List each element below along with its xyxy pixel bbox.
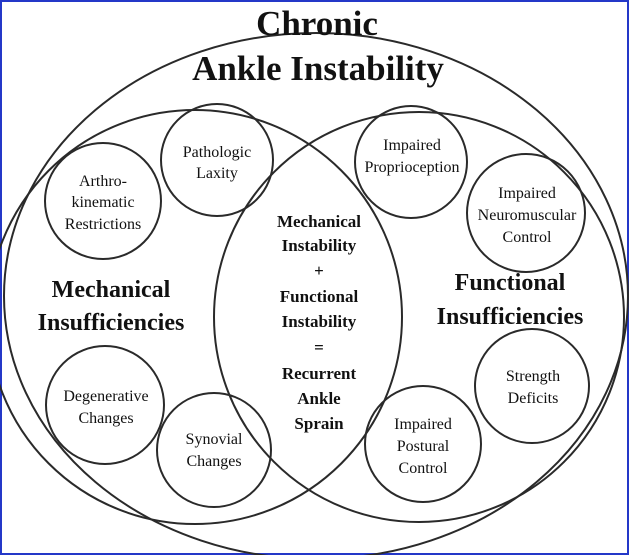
functional-factor-proprioception: Impaired Proprioception [364, 137, 459, 176]
functional-label: Functional Insufficiencies [437, 270, 584, 330]
factor-label: Pathologic [183, 144, 251, 161]
mechanical-label: Mechanical Insufficiencies [38, 277, 185, 336]
functional-label-line-1: Functional [455, 270, 566, 296]
factor-label: Impaired [394, 416, 452, 433]
overlap-line: Ankle [297, 389, 341, 408]
factor-label: Synovial [186, 431, 243, 448]
factor-label: Changes [186, 453, 241, 470]
factor-label: Impaired [498, 185, 556, 202]
factor-circle-neuromuscular [466, 153, 586, 273]
factor-label: Changes [78, 410, 133, 427]
mechanical-label-line-1: Mechanical [52, 277, 171, 303]
overlap-line: Functional [280, 287, 359, 306]
title-line-1: Chronic [256, 4, 378, 43]
factor-circle-proprioception [354, 105, 468, 219]
factor-circle-postural [364, 385, 482, 503]
mechanical-factor-degenerative: Degenerative Changes [63, 388, 148, 427]
overlap-label: Mechanical Instability + Functional Inst… [277, 212, 361, 433]
factor-label: Degenerative [63, 388, 148, 405]
factor-label: Neuromuscular [478, 207, 577, 224]
factor-label: Proprioception [364, 159, 459, 176]
outer-circle [3, 32, 629, 555]
factor-label: Control [399, 460, 448, 477]
overlap-line: Recurrent [282, 364, 357, 383]
factor-circle-degenerative [45, 345, 165, 465]
title-line-2: Ankle Instability [192, 49, 444, 88]
factor-circle-pathologic-laxity [160, 103, 274, 217]
factor-label: Arthro- [79, 173, 127, 190]
functional-label-line-2: Insufficiencies [437, 304, 584, 330]
mechanical-factor-pathologic-laxity: Pathologic Laxity [183, 144, 251, 182]
mechanical-factor-arthrokinematic: Arthro- kinematic Restrictions [65, 173, 141, 233]
factor-label: Postural [397, 438, 450, 455]
mechanical-circle [0, 109, 403, 525]
factor-circle-arthrokinematic [44, 142, 162, 260]
factor-label: Deficits [508, 390, 559, 407]
functional-factor-postural: Impaired Postural Control [394, 416, 452, 477]
factor-label: Strength [506, 368, 560, 385]
overlap-line: = [314, 338, 324, 357]
overlap-line: Instability [282, 236, 357, 255]
mechanical-factor-synovial: Synovial Changes [186, 431, 243, 470]
factor-circle-synovial [156, 392, 272, 508]
mechanical-label-line-2: Insufficiencies [38, 310, 185, 336]
overlap-line: + [314, 261, 324, 280]
overlap-line: Sprain [294, 414, 344, 433]
functional-circle [213, 111, 625, 523]
overlap-line: Instability [282, 312, 357, 331]
functional-factor-strength: Strength Deficits [506, 368, 560, 407]
functional-factor-neuromuscular: Impaired Neuromuscular Control [478, 185, 577, 246]
title: Chronic Ankle Instability [192, 4, 444, 88]
factor-label: Restrictions [65, 216, 141, 233]
factor-label: Control [503, 229, 552, 246]
factor-label: Impaired [383, 137, 441, 154]
overlap-line: Mechanical [277, 212, 361, 231]
factor-circle-strength [474, 328, 590, 444]
factor-label: Laxity [196, 165, 238, 182]
factor-label: kinematic [71, 194, 134, 211]
